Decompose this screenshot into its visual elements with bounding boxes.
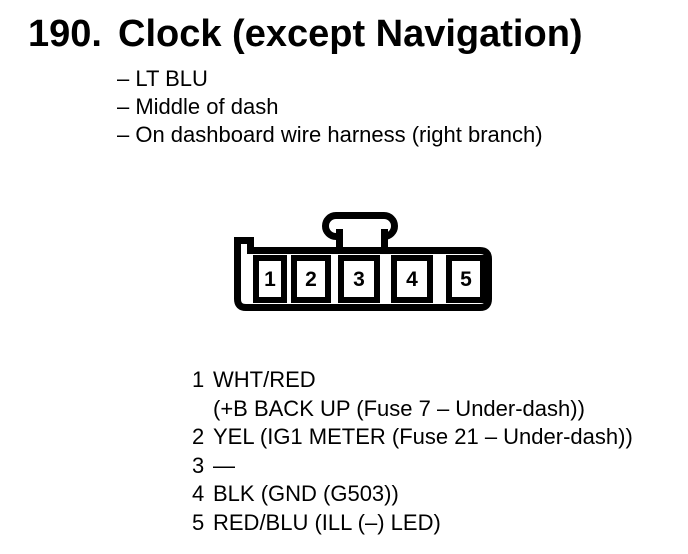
pin-number: 2 xyxy=(192,424,205,449)
pin-cavity-2 xyxy=(291,255,331,303)
pin-cavity-number: 1 xyxy=(264,268,276,291)
pin-number: 1 xyxy=(192,367,205,392)
figure-title: 190. Clock (except Navigation) xyxy=(28,15,583,53)
pin-label: RED/BLU (ILL (–) LED) xyxy=(213,509,441,535)
note-line: – LT BLU xyxy=(117,66,208,91)
pin-cavity-number: 2 xyxy=(305,268,317,291)
note-line: – Middle of dash xyxy=(117,94,279,119)
figure-number: 190. xyxy=(28,13,102,55)
lock-tab-stem-right-wall xyxy=(381,229,388,251)
connector-notes: – LT BLU – Middle of dash – On dashboard… xyxy=(117,65,543,149)
pin-cavity-number: 3 xyxy=(353,268,365,291)
pin-label: — xyxy=(213,452,235,478)
pin-cavity-3 xyxy=(338,255,380,303)
lock-tab-stem-interior xyxy=(343,229,381,250)
pin-number: 3 xyxy=(192,452,205,478)
pin-label-continuation: (+B BACK UP (Fuse 7 – Under-dash)) xyxy=(213,395,585,421)
connector-diagram: 1 2 3 4 5 xyxy=(226,202,502,318)
lock-tab-stem-left-wall xyxy=(336,229,343,251)
pin-number: 4 xyxy=(192,481,205,506)
connector-drawing: 1 2 3 4 5 xyxy=(234,212,492,311)
pin-label: YEL (IG1 METER (Fuse 21 – Under-dash)) xyxy=(213,424,633,449)
note-line: – On dashboard wire harness (right branc… xyxy=(117,122,543,147)
pin-cavity-4 xyxy=(391,255,433,303)
pin-label: BLK (GND (G503)) xyxy=(213,481,399,506)
pinout-list: 1 WHT/RED (+B BACK UP (Fuse 7 – Under-da… xyxy=(192,366,633,537)
pin-cavity-5 xyxy=(446,255,486,303)
pin-number: 5 xyxy=(192,509,205,535)
figure-title-text: Clock (except Navigation) xyxy=(118,13,583,55)
pin-cavity-number: 4 xyxy=(406,268,418,291)
pin-label: WHT/RED xyxy=(213,367,316,392)
pin-cavity-number: 5 xyxy=(460,268,472,291)
pin-number-cont xyxy=(192,395,213,424)
pin-cavity-1 xyxy=(253,255,287,303)
